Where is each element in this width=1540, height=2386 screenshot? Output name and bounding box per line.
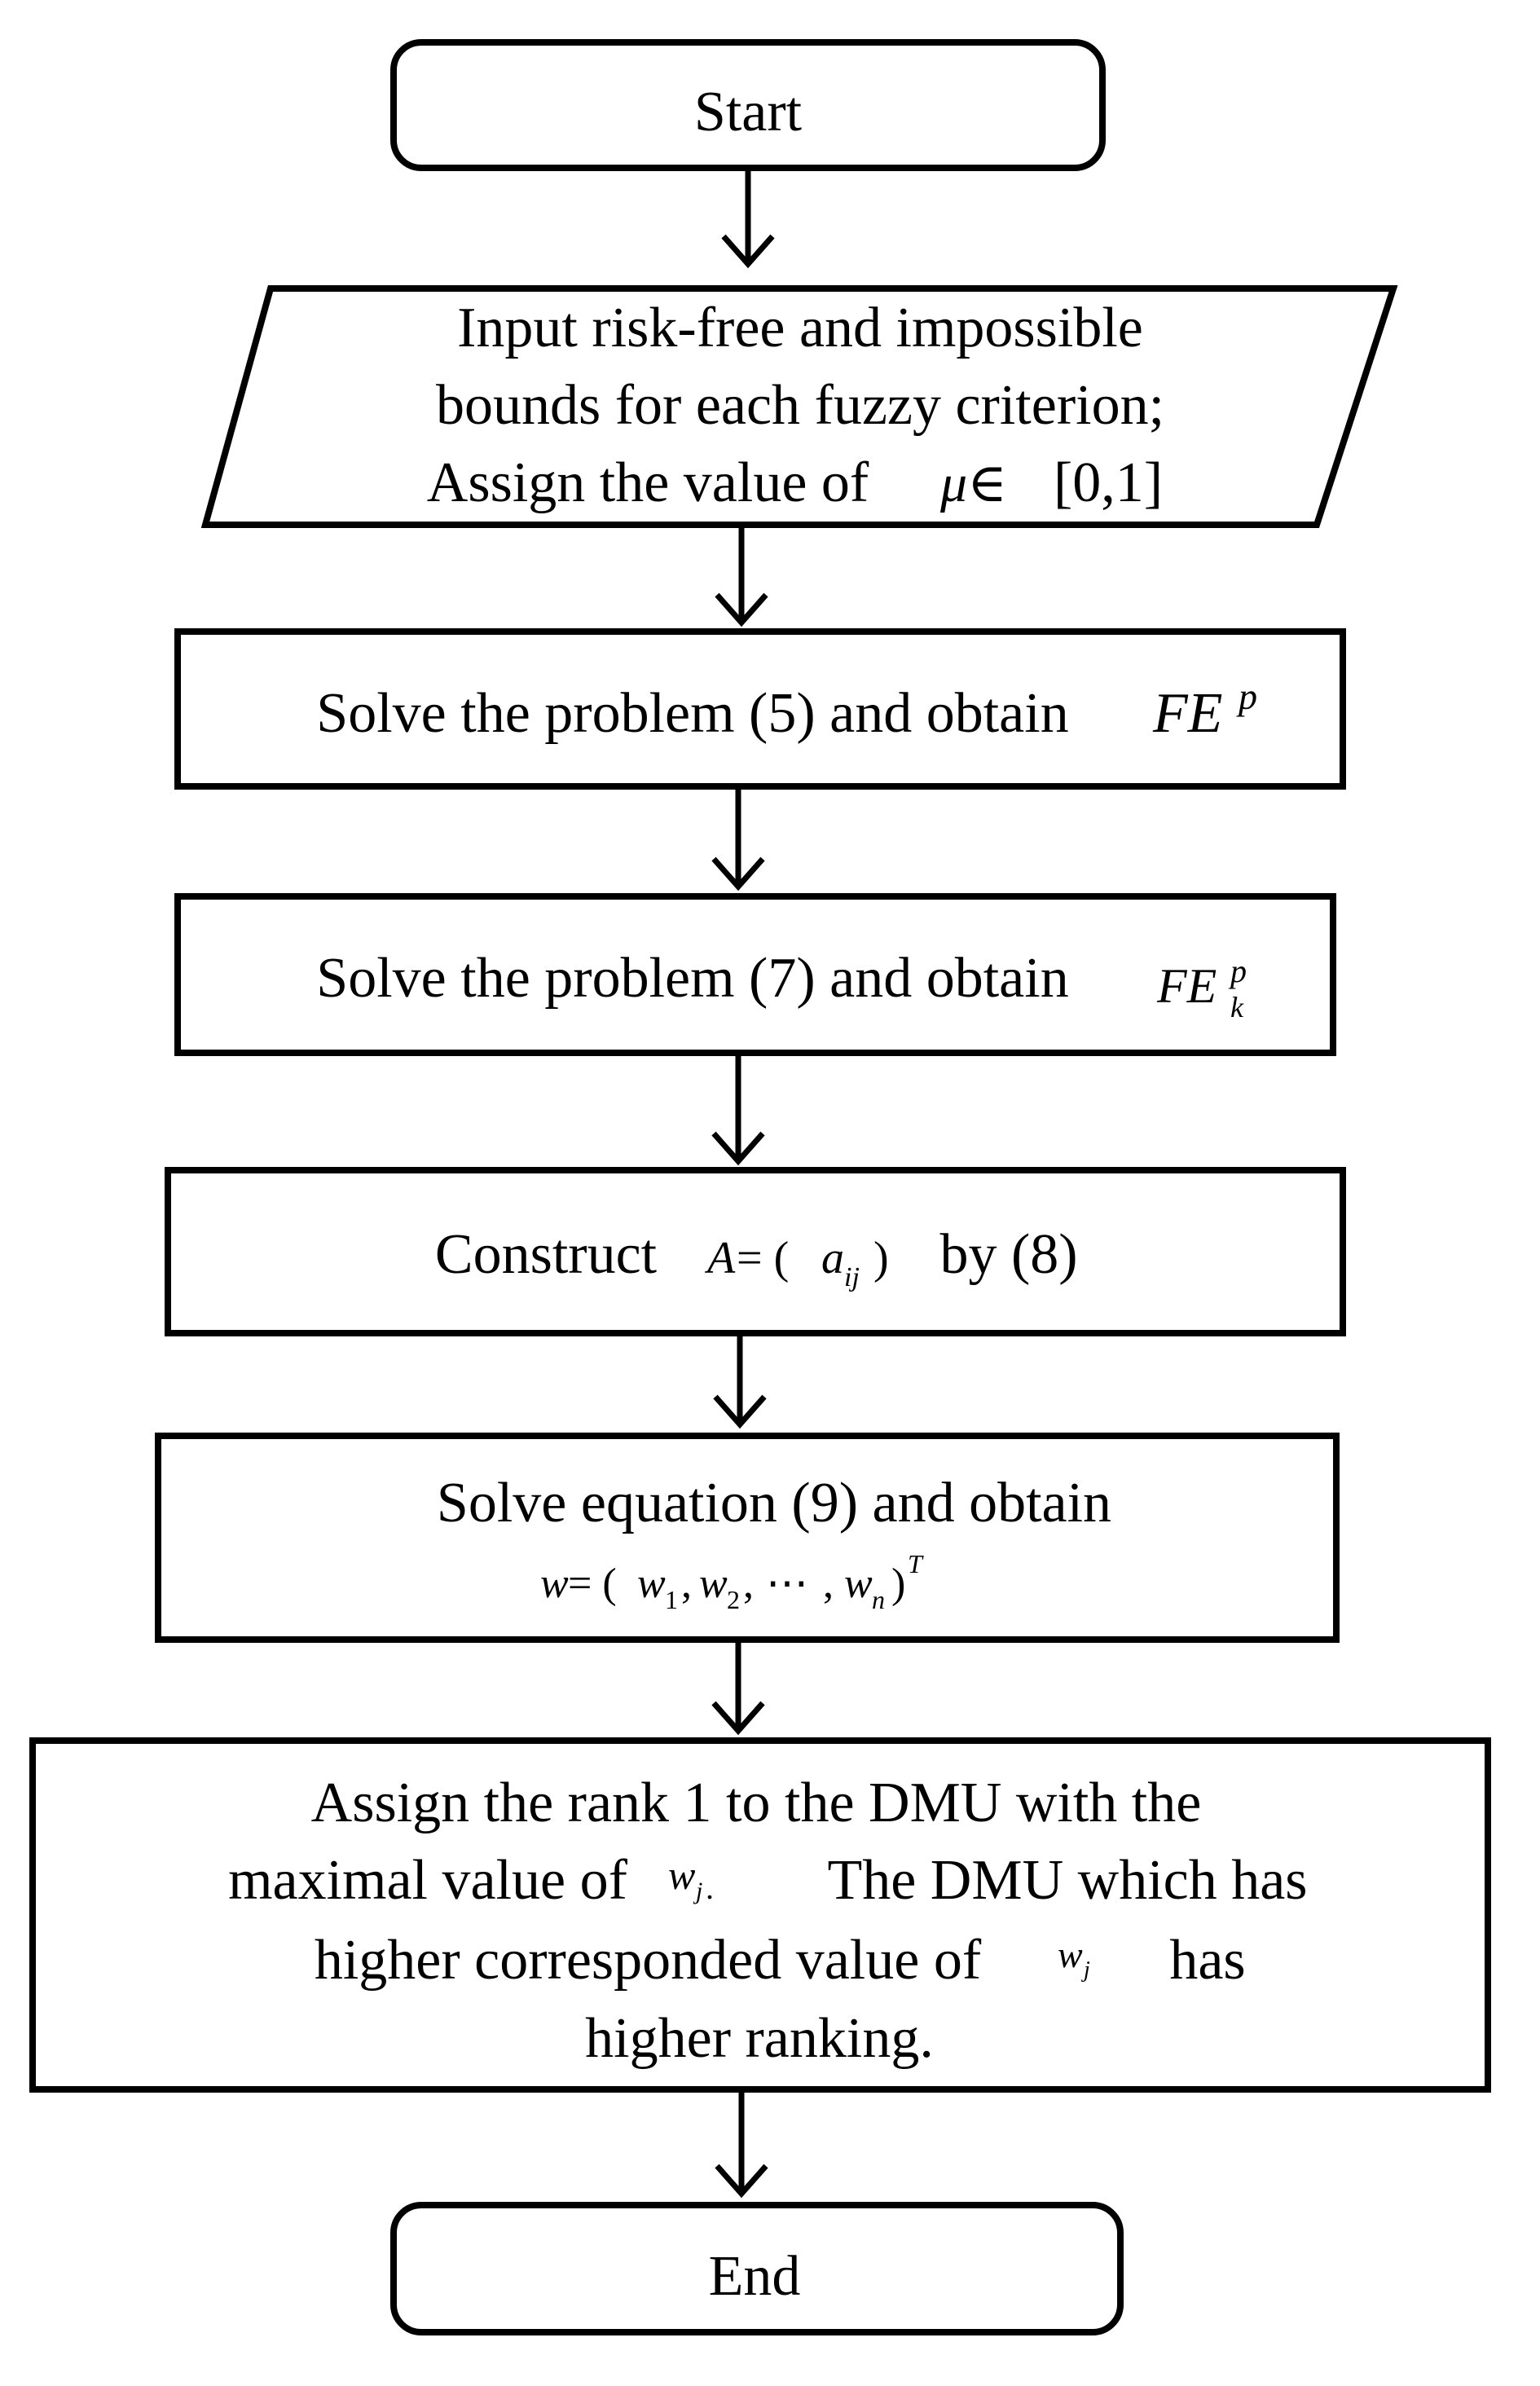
- step3-node: Construct A = ( a ij ) by (8): [165, 1167, 1346, 1336]
- end-node: End: [390, 2202, 1124, 2335]
- step3-math-close: ): [873, 1233, 889, 1283]
- step3-text-before: Construct: [435, 1223, 658, 1286]
- step2-text: Solve the problem (7) and obtain: [316, 947, 1068, 1010]
- step3-math-a: A: [704, 1233, 736, 1283]
- step4-sub-2: 2: [727, 1585, 740, 1614]
- arrow-input-to-step1: [715, 525, 768, 627]
- step1-math-fe: FE: [1152, 682, 1223, 745]
- step5-line-4: higher ranking.: [585, 2007, 934, 2070]
- start-label: Start: [694, 81, 803, 143]
- step3-math-eq: = (: [737, 1233, 789, 1283]
- step3-math-ij: ij: [844, 1262, 860, 1292]
- step4-node: Solve equation (9) and obtain w = ( w 1 …: [155, 1433, 1340, 1643]
- step5-line-3b: has: [1169, 1929, 1245, 1992]
- step5-line-2b: The DMU which has: [827, 1849, 1307, 1912]
- step4-comma-1: ,: [681, 1561, 692, 1607]
- step5-line-1: Assign the rank 1 to the DMU with the: [311, 1772, 1202, 1834]
- step4-math-wn: w: [844, 1561, 873, 1607]
- input-node: Input risk-free and impossible bounds fo…: [200, 285, 1398, 528]
- step5-line-2-dot: .: [706, 1869, 714, 1906]
- step4-math-w: w: [540, 1561, 569, 1607]
- step5-node: Assign the rank 1 to the DMU with the ma…: [29, 1737, 1491, 2093]
- step4-sub-n: n: [872, 1585, 885, 1614]
- arrow-step5-to-end: [715, 2089, 768, 2199]
- arrow-step1-to-step2: [711, 786, 765, 891]
- step5-line-2a: maximal value of: [228, 1849, 628, 1912]
- step5-line-3a: higher corresponded value of: [315, 1929, 982, 1992]
- step4-math-eq: = (: [568, 1561, 617, 1607]
- input-line-3-mu: μ∈: [939, 454, 1007, 513]
- step4-math-w1: w: [637, 1561, 666, 1607]
- step2-math-sub: k: [1230, 991, 1244, 1024]
- input-line-3-interval: [0,1]: [1054, 451, 1163, 514]
- end-label: End: [709, 2245, 801, 2308]
- step4-math-w2: w: [699, 1561, 728, 1607]
- input-line-1: Input risk-free and impossible: [457, 297, 1143, 359]
- step4-line-1: Solve equation (9) and obtain: [437, 1472, 1111, 1534]
- arrow-start-to-input: [721, 168, 775, 269]
- step3-text-after: by (8): [939, 1223, 1077, 1286]
- start-node: Start: [390, 39, 1106, 171]
- step4-close: ): [891, 1561, 905, 1607]
- arrow-step2-to-step3: [711, 1053, 765, 1166]
- step4-sup-t: T: [908, 1549, 924, 1578]
- step4-sub-1: 1: [665, 1585, 678, 1614]
- step2-math-fe: FE: [1156, 959, 1217, 1013]
- step2-math-sup: p: [1228, 953, 1247, 989]
- step5-line-3-sub: j: [1081, 1957, 1090, 1983]
- step4-comma-3: ,: [823, 1561, 834, 1607]
- step2-node: Solve the problem (7) and obtain FE p k: [174, 893, 1336, 1056]
- step4-comma-2: ,: [743, 1561, 754, 1607]
- step5-line-2-sub: j: [693, 1878, 702, 1904]
- input-line-2: bounds for each fuzzy criterion;: [436, 374, 1164, 437]
- step1-text: Solve the problem (5) and obtain: [316, 682, 1068, 745]
- input-line-3-text: Assign the value of: [427, 451, 869, 514]
- arrow-step4-to-step5: [711, 1640, 765, 1736]
- step4-dots: ⋯: [766, 1559, 808, 1608]
- step3-math-aij: a: [821, 1233, 844, 1283]
- arrow-step3-to-step4: [713, 1333, 767, 1429]
- step5-line-3-math: w: [1058, 1934, 1083, 1975]
- step1-math-sup: p: [1236, 676, 1257, 717]
- step1-node: Solve the problem (5) and obtain FE p: [174, 628, 1346, 790]
- step5-line-2-math: w: [668, 1852, 695, 1898]
